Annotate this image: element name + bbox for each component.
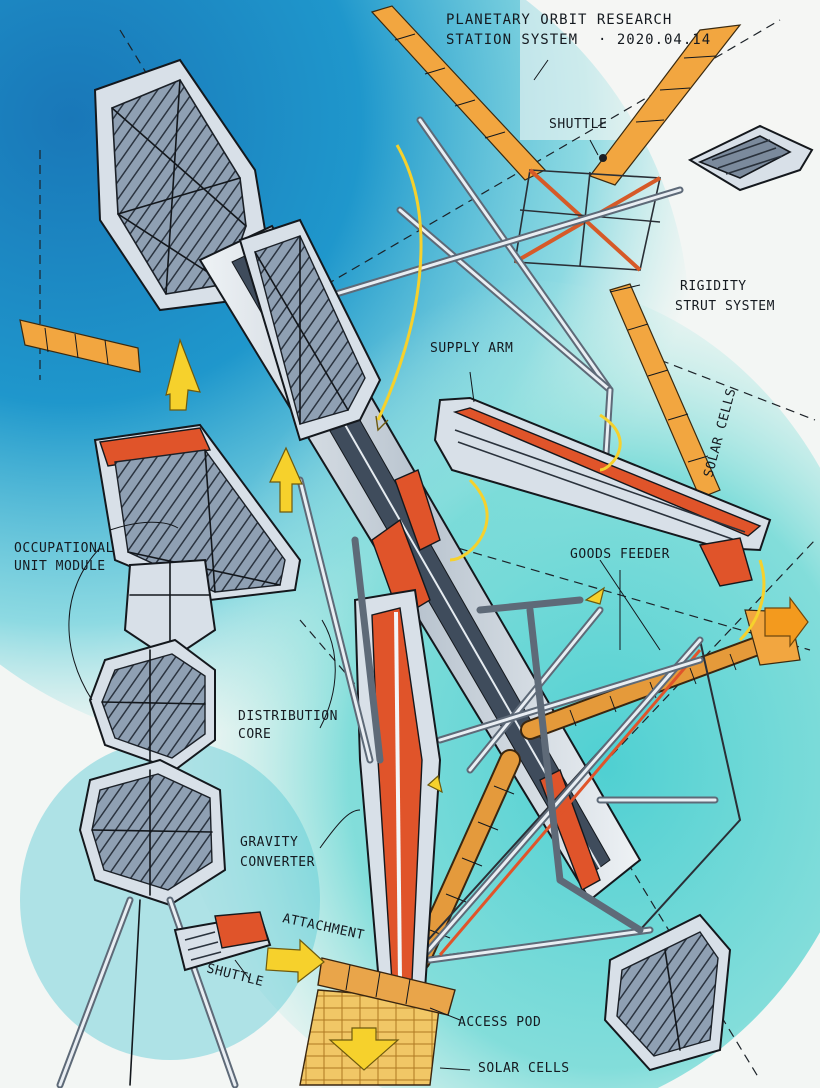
solar-strip-right xyxy=(589,24,742,186)
supply-arm xyxy=(433,396,772,587)
title-line-2: STATION SYSTEM xyxy=(446,32,578,48)
label-distribution-1: DISTRIBUTION xyxy=(238,709,338,724)
label-access-pod: ACCESS POD xyxy=(458,1015,541,1030)
right-arrow-feeder-icon xyxy=(764,596,809,648)
occupational-unit-module xyxy=(93,423,302,602)
lower-right-pod xyxy=(556,876,732,1072)
label-solar-cells-bottom: SOLAR CELLS xyxy=(478,1061,570,1076)
shuttle-top-right xyxy=(599,124,814,192)
solar-strip-top xyxy=(370,5,546,181)
lower-orange-tube xyxy=(409,749,521,971)
up-arrow-left-icon xyxy=(165,338,201,411)
right-arrow-attachment-icon xyxy=(265,938,325,984)
label-goods-feeder: GOODS FEEDER xyxy=(570,547,670,562)
solar-strip-vertical xyxy=(609,283,721,499)
upper-truss-module xyxy=(238,218,382,442)
up-arrow-mid-icon xyxy=(269,446,303,513)
direction-arrows xyxy=(165,144,809,1071)
main-hex-module xyxy=(93,58,267,312)
shuttle-bottom xyxy=(173,911,272,972)
solar-strip-left xyxy=(19,319,141,373)
label-rigidity-2: STRUT SYSTEM xyxy=(675,299,775,314)
label-occupational-2: UNIT MODULE xyxy=(14,559,106,574)
label-rigidity-1: RIGIDITY xyxy=(680,279,747,294)
label-supply-arm: SUPPLY ARM xyxy=(430,341,513,356)
gravity-converter-column xyxy=(296,476,442,997)
label-distribution-2: CORE xyxy=(238,727,271,742)
title-date: · 2020.04.14 xyxy=(598,32,711,48)
title-line-1: PLANETARY ORBIT RESEARCH xyxy=(446,12,672,28)
leader-lines xyxy=(68,59,661,1071)
label-gravity-1: GRAVITY xyxy=(240,835,298,850)
label-shuttle-top: SHUTTLE xyxy=(549,117,607,132)
label-occupational-1: OCCUPATIONAL xyxy=(14,541,114,556)
lower-truss xyxy=(407,596,742,964)
down-arrow-bottom-icon xyxy=(328,1027,400,1071)
label-gravity-2: CONVERTER xyxy=(240,855,315,870)
